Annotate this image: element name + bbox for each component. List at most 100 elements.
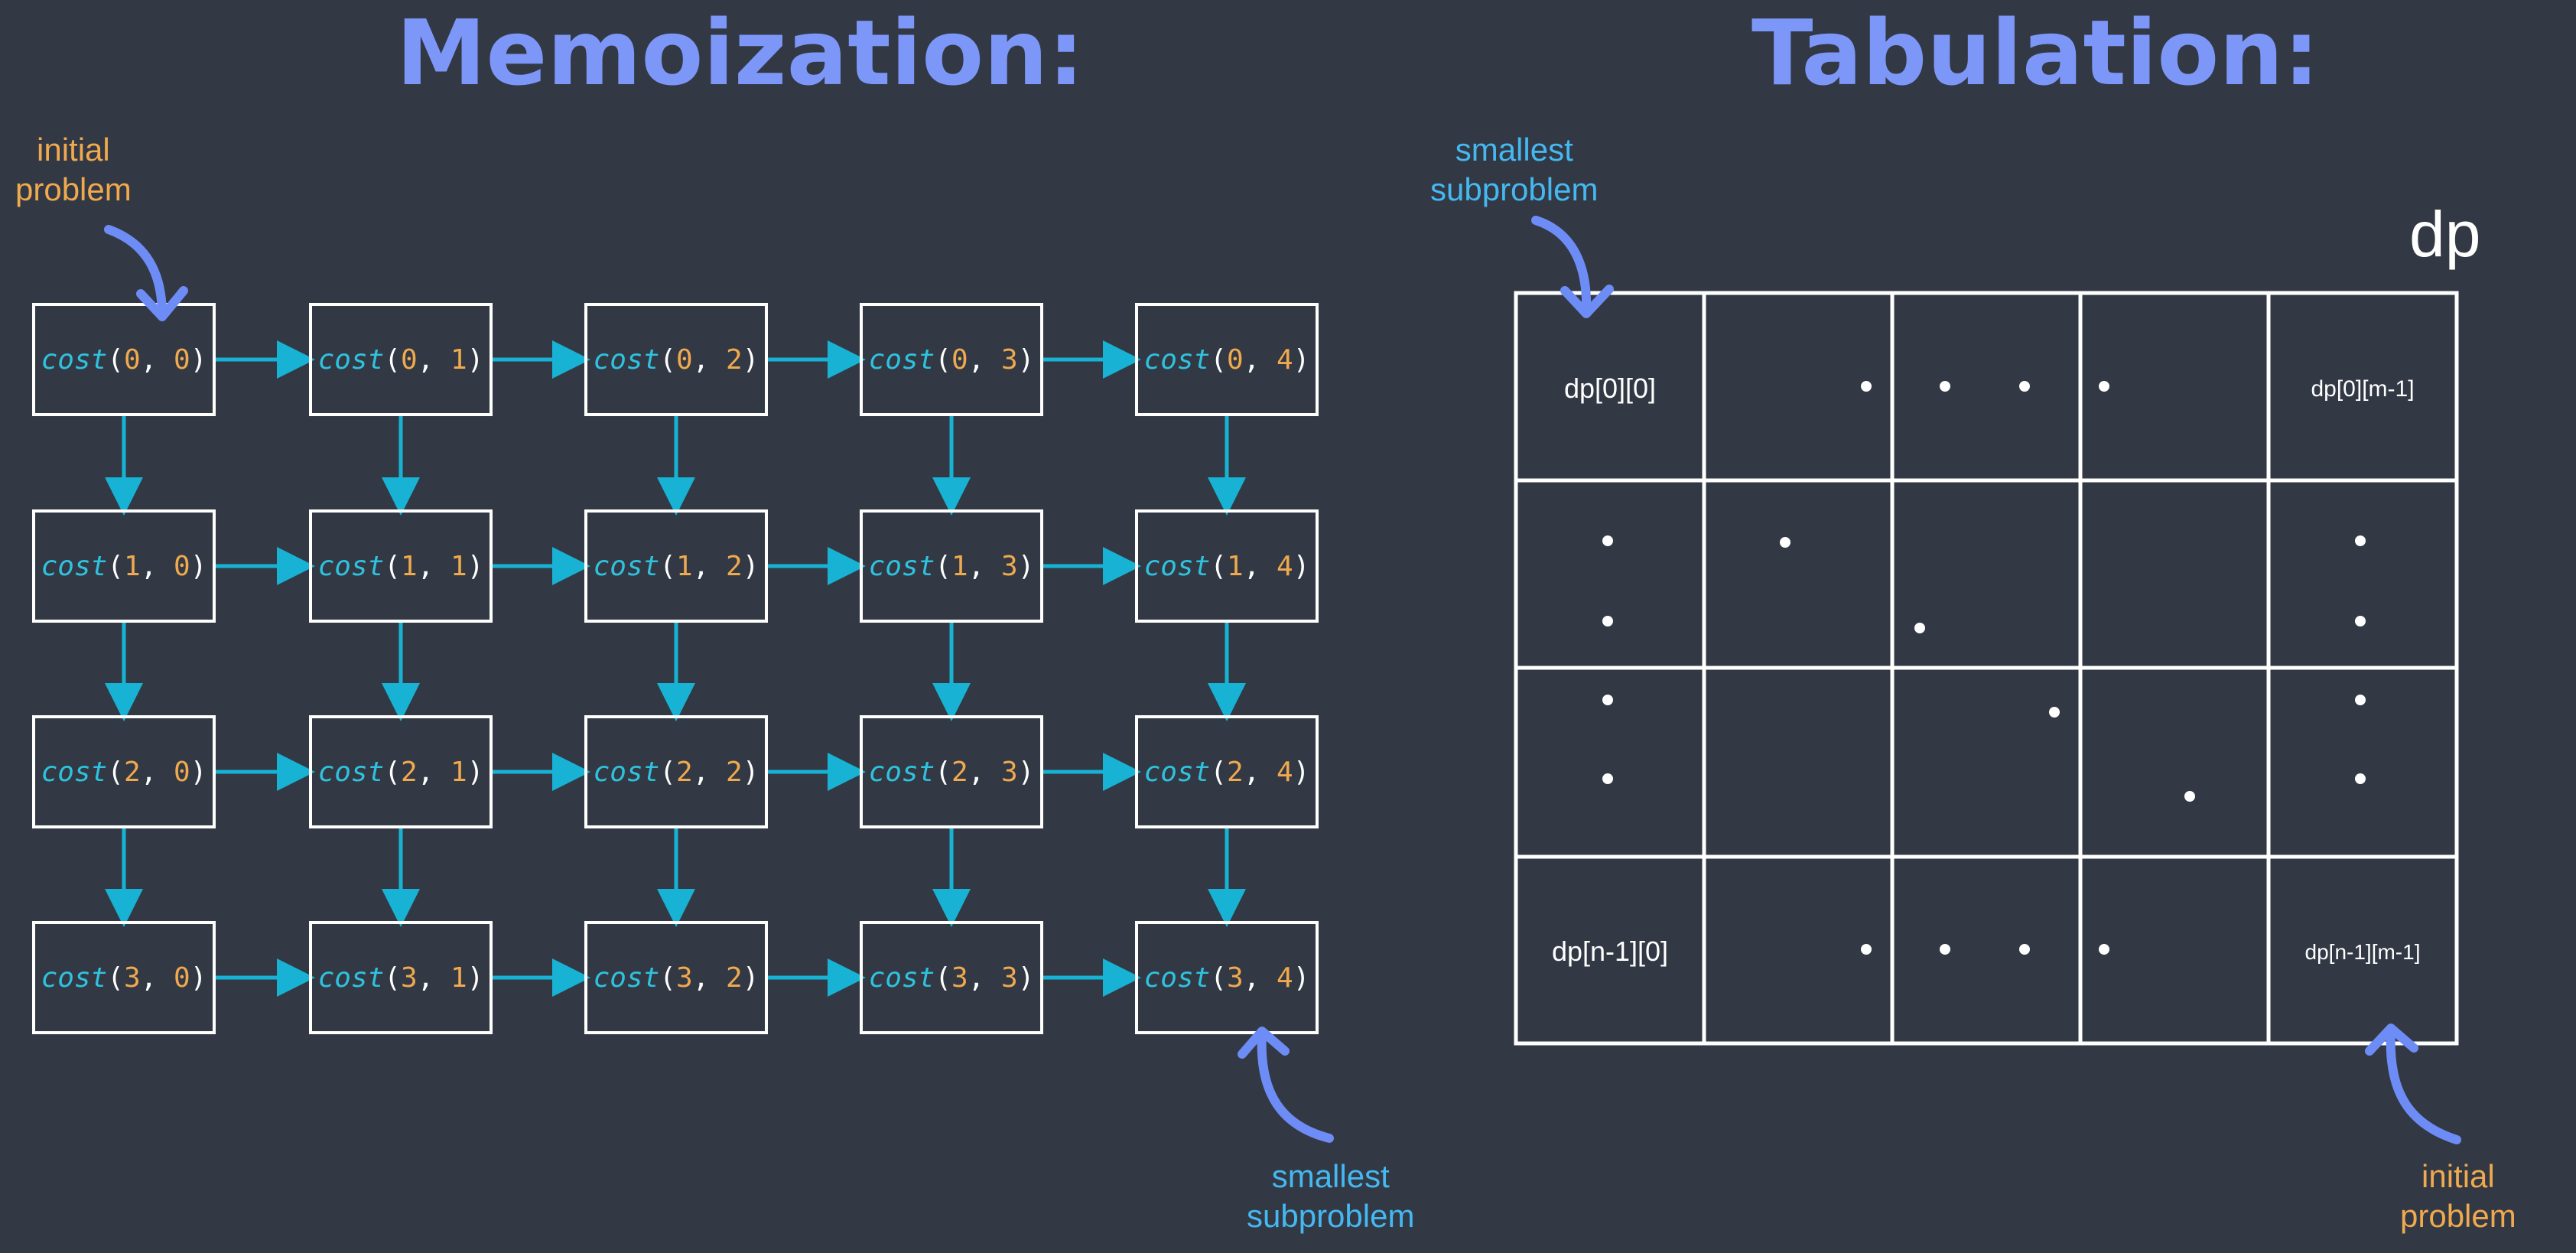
- ellipsis-dot: [1861, 944, 1872, 955]
- memo-cell: cost(3, 0): [32, 921, 216, 1034]
- memo-cell: cost(1, 2): [584, 509, 768, 623]
- memo-cell-box: [309, 921, 493, 1034]
- memo-cell-label: cost(1, 0): [41, 551, 207, 582]
- memo-cell-label: cost(3, 1): [318, 962, 484, 994]
- memo-cell-box: [309, 303, 493, 416]
- memo-grid: cost(0, 0) cost(0, 1) cost(0, 2) cost(0, 3)…: [32, 303, 1319, 1034]
- memo-cell-label: cost(3, 0): [41, 962, 207, 994]
- ellipsis-dot: [2355, 616, 2366, 626]
- memo-cell-label: cost(2, 0): [41, 757, 207, 788]
- memo-cell: cost(3, 3): [860, 921, 1043, 1034]
- dp-top-right-label: dp[0][m-1]: [2311, 376, 2414, 402]
- memo-smallest-note-line1: smallest: [1271, 1158, 1390, 1194]
- ellipsis-dot: [1602, 773, 1613, 784]
- memo-smallest-arrow: [1238, 1027, 1334, 1143]
- ellipsis-dot: [1602, 616, 1613, 626]
- dp-bottom-left-label: dp[n-1][0]: [1552, 936, 1668, 967]
- memo-cell-label: cost(0, 1): [318, 344, 484, 376]
- ellipsis-dot: [1602, 535, 1613, 546]
- memo-cell-label: cost(0, 3): [869, 344, 1035, 376]
- memo-cell-label: cost(1, 4): [1144, 551, 1310, 582]
- memo-cell-label: cost(1, 3): [869, 551, 1035, 582]
- memo-cell: cost(2, 0): [32, 715, 216, 828]
- memo-cell: cost(0, 1): [309, 303, 493, 416]
- memo-smallest-note-line2: subproblem: [1247, 1198, 1415, 1234]
- memo-cell-box: [32, 509, 216, 623]
- memo-cell-label: cost(1, 1): [318, 551, 484, 582]
- memo-cell-box: [32, 303, 216, 416]
- memo-smallest-subproblem-note: smallest subproblem: [1247, 1157, 1414, 1236]
- dp-table-ellipsis-dots: [1602, 381, 2366, 955]
- memo-cell: cost(3, 1): [309, 921, 493, 1034]
- memo-cell-box: [584, 921, 768, 1034]
- ellipsis-dot: [1602, 695, 1613, 705]
- ellipsis-dot: [2099, 381, 2109, 392]
- memo-cell-box: [309, 509, 493, 623]
- dp-table-corner-labels: dp[0][0]dp[0][m-1]dp[n-1][0]dp[n-1][m-1]: [1552, 373, 2421, 967]
- memo-cell-label: cost(3, 4): [1144, 962, 1310, 994]
- tabulation-title: Tabulation:: [1751, 0, 2320, 106]
- memo-cell: cost(3, 2): [584, 921, 768, 1034]
- memo-cell: cost(2, 3): [860, 715, 1043, 828]
- ellipsis-dot: [2355, 535, 2366, 546]
- memo-cell-box: [860, 509, 1043, 623]
- tab-smallest-subproblem-note: smallest subproblem: [1430, 130, 1598, 210]
- tab-initial-note-line2: problem: [2400, 1198, 2516, 1234]
- ellipsis-dot: [1940, 381, 1950, 392]
- ellipsis-dot: [2099, 944, 2109, 955]
- ellipsis-dot: [1861, 381, 1872, 392]
- memo-cell-box: [860, 715, 1043, 828]
- ellipsis-dot: [2355, 695, 2366, 705]
- memo-cell-box: [1135, 921, 1319, 1034]
- memo-cell-box: [584, 303, 768, 416]
- memo-cell-box: [584, 509, 768, 623]
- ellipsis-dot: [1780, 537, 1791, 548]
- ellipsis-dot: [1914, 623, 1925, 633]
- memo-cell-label: cost(2, 2): [594, 757, 759, 788]
- memo-cell-box: [32, 921, 216, 1034]
- memo-cell: cost(2, 1): [309, 715, 493, 828]
- memo-cell: cost(0, 0): [32, 303, 216, 416]
- tab-initial-arrow: [2365, 1024, 2461, 1144]
- memo-cell: cost(1, 0): [32, 509, 216, 623]
- annotation-arrows-group: [104, 216, 2461, 1144]
- memo-cell-label: cost(2, 4): [1144, 757, 1310, 788]
- memo-initial-problem-note: initial problem: [15, 130, 132, 210]
- dp-bottom-right-label: dp[n-1][m-1]: [2305, 940, 2421, 964]
- memo-cell-box: [584, 715, 768, 828]
- memo-cell: cost(2, 4): [1135, 715, 1319, 828]
- memo-cell: cost(2, 2): [584, 715, 768, 828]
- memo-cell-label: cost(2, 3): [869, 757, 1035, 788]
- memo-cell: cost(1, 1): [309, 509, 493, 623]
- memo-initial-note-line1: initial: [37, 132, 110, 168]
- dp-table-grid: [1514, 291, 2459, 1046]
- memo-cell: cost(1, 3): [860, 509, 1043, 623]
- ellipsis-dot: [2049, 707, 2060, 718]
- tab-initial-problem-note: initial problem: [2400, 1157, 2516, 1236]
- ellipsis-dot: [2355, 773, 2366, 784]
- tab-smallest-note-line2: subproblem: [1430, 171, 1599, 207]
- dp-table-label: dp: [2409, 198, 2481, 270]
- memo-cell: cost(0, 4): [1135, 303, 1319, 416]
- memo-cell-label: cost(0, 2): [594, 344, 759, 376]
- memo-cell-box: [1135, 509, 1319, 623]
- memoization-title: Memoization:: [396, 0, 1085, 106]
- ellipsis-dot: [2019, 381, 2030, 392]
- memo-cell-box: [32, 715, 216, 828]
- ellipsis-dot: [1940, 944, 1950, 955]
- memo-cell: cost(1, 4): [1135, 509, 1319, 623]
- memo-cell-label: cost(3, 3): [869, 962, 1035, 994]
- memo-cell-label: cost(0, 4): [1144, 344, 1310, 376]
- memo-cell-box: [1135, 303, 1319, 416]
- memo-cell: cost(0, 3): [860, 303, 1043, 416]
- memo-initial-note-line2: problem: [15, 171, 132, 207]
- tab-smallest-note-line1: smallest: [1455, 132, 1573, 168]
- tab-smallest-arrow: [1531, 216, 1614, 318]
- memo-cell-box: [309, 715, 493, 828]
- memo-arrows-group: [105, 340, 1246, 997]
- ellipsis-dot: [2019, 944, 2030, 955]
- memo-cell-box: [860, 921, 1043, 1034]
- memo-cell-box: [860, 303, 1043, 416]
- memo-cell-label: cost(0, 0): [41, 344, 207, 376]
